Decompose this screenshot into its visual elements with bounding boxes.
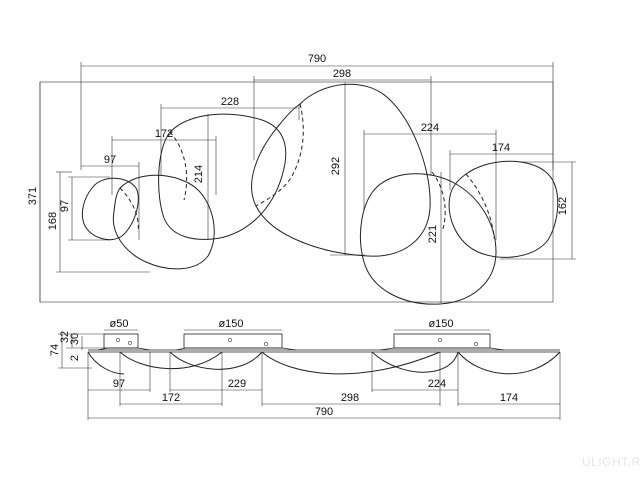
screw-dot xyxy=(264,342,268,346)
dim-shade-1-width: 97 xyxy=(104,154,116,166)
dim-base-large-left: ø150 xyxy=(218,318,243,330)
shade-5-hidden-edge xyxy=(431,171,446,233)
watermark: ULIGHT.RU xyxy=(582,455,640,469)
dim-height-total: 74 xyxy=(49,344,61,356)
plate-bevel xyxy=(379,347,505,351)
shade-2 xyxy=(112,174,215,270)
shade-profile-6 xyxy=(457,351,561,375)
screw-dot xyxy=(128,341,132,345)
shade-2-hidden-edge xyxy=(119,187,139,233)
canopy-large-right xyxy=(393,333,491,349)
dim-base-large-right: ø150 xyxy=(428,318,453,330)
dim-shade-2-height: 168 xyxy=(47,212,59,230)
shade-1 xyxy=(81,177,139,241)
shade-3-hidden-edge xyxy=(169,131,188,201)
dim-shade-3-height: 214 xyxy=(193,165,205,183)
shade-profile-1 xyxy=(87,351,125,375)
dim-shade-2-width: 172 xyxy=(155,128,173,140)
dim-bottom-6: 174 xyxy=(500,392,518,404)
side-view: ø50 ø150 ø150 74 32 30 xyxy=(49,318,561,420)
shade-profile-4 xyxy=(261,351,441,375)
screw-dot xyxy=(474,342,478,346)
dim-base-small: ø50 xyxy=(110,318,129,330)
dim-shade-4-width: 298 xyxy=(333,68,351,80)
shade-4-hidden-edge xyxy=(255,103,304,207)
overall-frame xyxy=(39,81,554,303)
plate-bevel xyxy=(175,347,297,351)
dim-shade-4-height: 292 xyxy=(330,157,342,175)
screw-dot xyxy=(438,338,442,342)
dim-bottom-4: 298 xyxy=(341,392,359,404)
top-view: 790 371 298 228 224 172 174 97 xyxy=(27,53,576,305)
shade-profile-5 xyxy=(371,351,459,373)
dim-height-body: 30 xyxy=(69,333,81,345)
dim-shade-5-height: 221 xyxy=(427,225,439,243)
screw-dot xyxy=(228,338,232,342)
dim-bottom-5: 224 xyxy=(428,378,446,390)
dim-shade-1-height: 97 xyxy=(59,200,71,212)
plate-bevel xyxy=(97,347,151,351)
shade-5 xyxy=(359,173,497,305)
dim-overall-width-top: 790 xyxy=(308,53,326,65)
canopy-small xyxy=(103,333,139,349)
shade-4 xyxy=(251,83,431,257)
dim-bottom-1: 97 xyxy=(113,378,125,390)
dim-shade-6-width: 174 xyxy=(492,142,510,154)
screw-dot xyxy=(116,338,120,342)
dim-bottom-3: 229 xyxy=(228,378,246,390)
canopy-large-left xyxy=(183,333,283,349)
dim-overall-width-bottom: 790 xyxy=(315,406,333,418)
dim-overall-height: 371 xyxy=(27,187,39,205)
shade-profile-3 xyxy=(169,351,263,370)
shade-6 xyxy=(448,160,559,258)
dim-shade-5-width: 224 xyxy=(421,122,439,134)
dim-height-plate: 2 xyxy=(69,355,81,361)
shade-6-hidden-edge xyxy=(465,173,495,239)
dim-bottom-2: 172 xyxy=(162,392,180,404)
shade-profile-2 xyxy=(119,351,223,370)
dim-shade-3-width: 228 xyxy=(221,96,239,108)
dim-shade-6-height: 162 xyxy=(557,197,569,215)
